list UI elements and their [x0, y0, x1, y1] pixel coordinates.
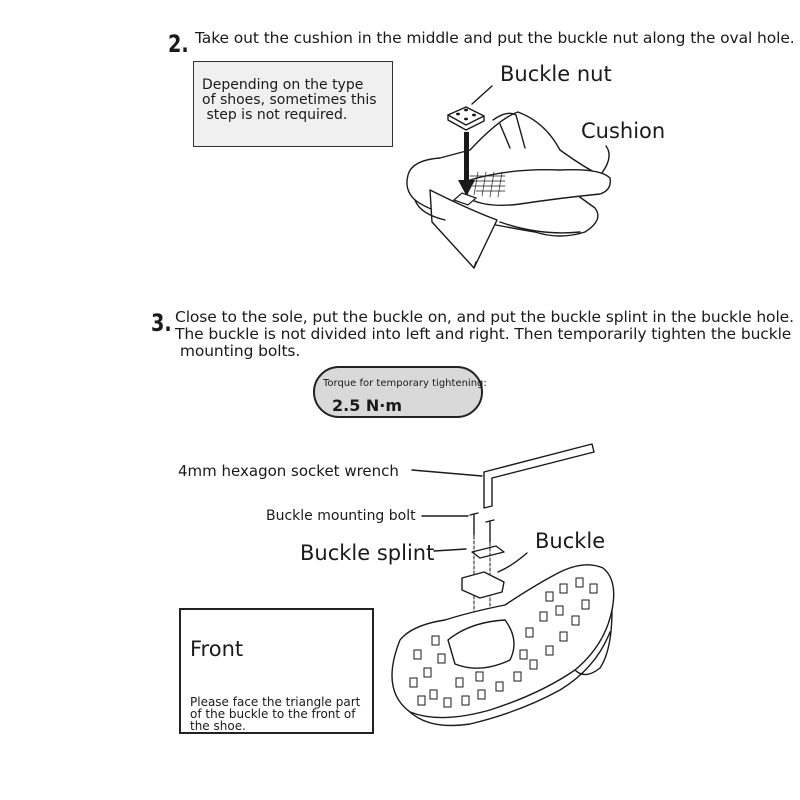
step-2-note-line-2: of shoes, sometimes this — [202, 93, 384, 108]
front-note-line-3: the shoe. — [190, 720, 360, 732]
step-3-text-line-3: mounting bolts. — [175, 343, 794, 360]
step-3-text: Close to the sole, put the buckle on, an… — [175, 309, 794, 360]
front-label: Front — [190, 637, 243, 661]
torque-value: 2.5 N·m — [332, 396, 402, 415]
step-2-note-line-3: step is not required. — [202, 108, 384, 123]
cushion-label: Cushion — [581, 119, 665, 143]
splint-label: Buckle splint — [300, 541, 434, 565]
bolt-label: Buckle mounting bolt — [266, 508, 416, 524]
torque-badge: Torque for temporary tightening: 2.5 N·m — [313, 366, 483, 418]
torque-label: Torque for temporary tightening: — [323, 378, 487, 389]
step-2-note: Depending on the type of shoes, sometime… — [193, 61, 393, 147]
buckle-nut-label: Buckle nut — [500, 62, 612, 86]
step-3-text-line-1: Close to the sole, put the buckle on, an… — [175, 309, 794, 326]
step-3-text-line-2: The buckle is not divided into left and … — [175, 326, 794, 343]
buckle-label: Buckle — [535, 529, 605, 553]
step-2-number: 2. — [168, 30, 189, 58]
step-3-number: 3. — [151, 309, 172, 337]
step-2-note-line-1: Depending on the type — [202, 78, 384, 93]
front-orientation-box: Front Please face the triangle part of t… — [179, 608, 374, 734]
front-note: Please face the triangle part of the buc… — [190, 696, 360, 732]
wrench-label: 4mm hexagon socket wrench — [178, 462, 399, 480]
step-2-text: Take out the cushion in the middle and p… — [195, 30, 795, 47]
